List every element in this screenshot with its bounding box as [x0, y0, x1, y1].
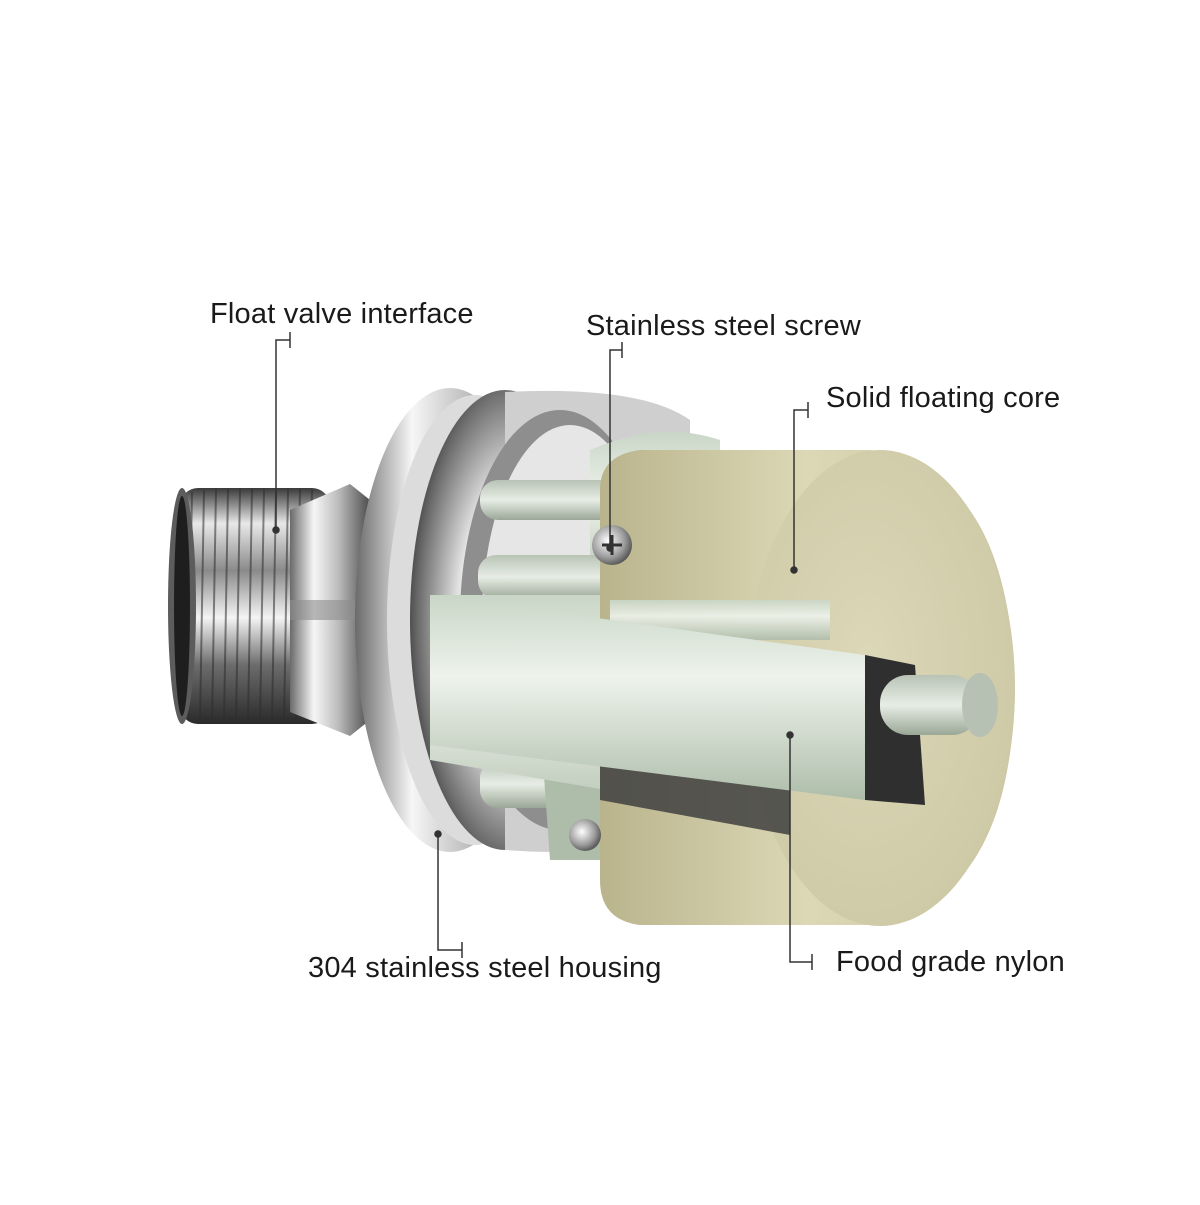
label-float-valve-interface: Float valve interface: [210, 298, 474, 330]
label-304-stainless-steel-housing: 304 stainless steel housing: [308, 952, 662, 984]
label-stainless-steel-screw: Stainless steel screw: [586, 310, 861, 342]
label-food-grade-nylon: Food grade nylon: [836, 946, 1065, 978]
leader-lines: [272, 332, 813, 970]
label-solid-floating-core: Solid floating core: [826, 382, 1061, 414]
shaft-end: [430, 595, 998, 805]
hex-nut: [290, 484, 370, 736]
